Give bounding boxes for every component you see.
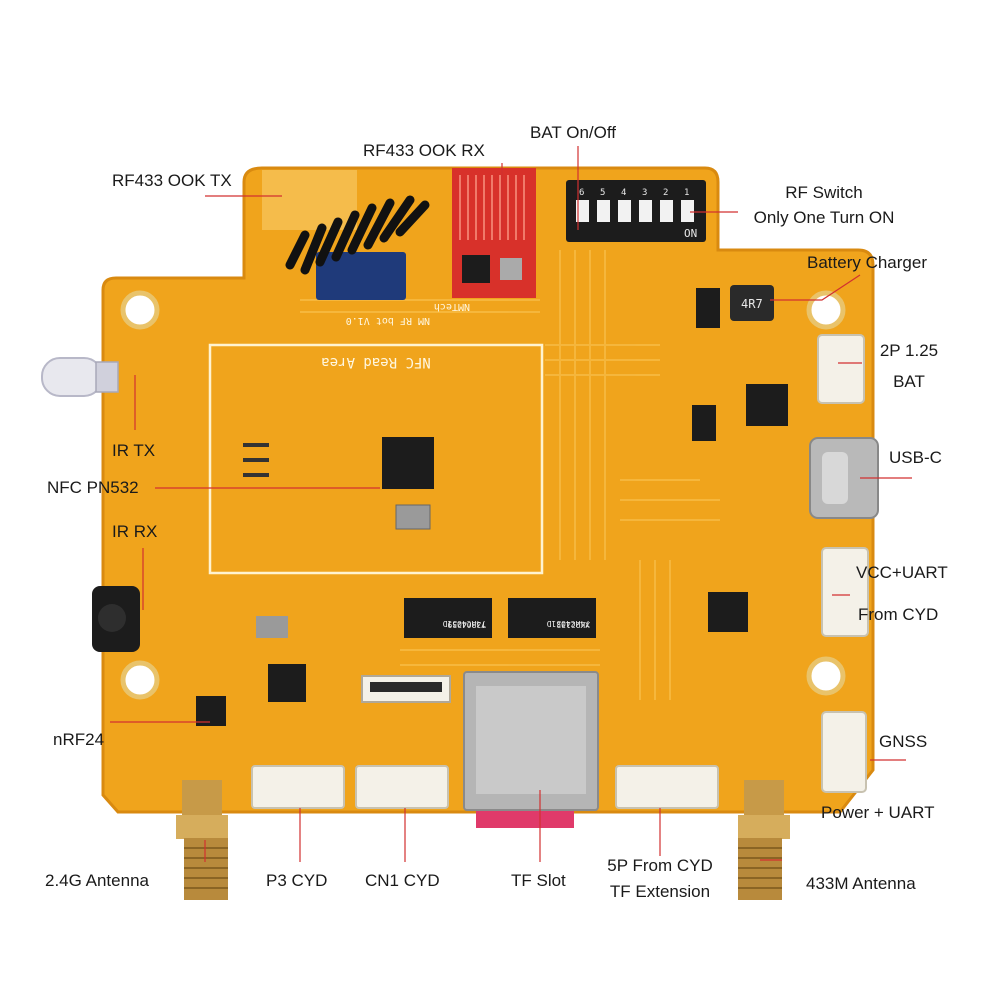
label-rf433-rx: RF433 OOK RX xyxy=(363,141,485,160)
nfc-area-silk: NFC Read Area xyxy=(321,354,431,370)
sma-antenna-433m xyxy=(738,780,790,900)
label-antenna-24g: 2.4G Antenna xyxy=(45,871,149,890)
label-ir-rx: IR RX xyxy=(112,522,158,541)
label-rf433-tx: RF433 OOK TX xyxy=(112,171,232,190)
board-name-silk: NM RF bot V1.0 xyxy=(346,315,430,326)
tf-ext-connector xyxy=(615,765,719,809)
charger-chip xyxy=(746,384,788,426)
mux-chip-u31: 74HC4051D T3304239 xyxy=(404,598,492,638)
mcu-chip-left xyxy=(268,664,306,702)
rf433-rx-module xyxy=(452,168,536,298)
usb-c-port xyxy=(809,437,879,519)
nfc-crystal xyxy=(395,504,431,530)
dip-number: 4 xyxy=(621,188,626,198)
p3-cyd-connector xyxy=(251,765,345,809)
label-tf-slot: TF Slot xyxy=(511,871,566,890)
label-usb-c: USB-C xyxy=(889,448,942,467)
dip-switch: ON xyxy=(566,180,706,242)
svg-text:ON: ON xyxy=(684,227,697,240)
tf-card-slot xyxy=(463,671,599,828)
cn1-cyd-connector xyxy=(355,765,449,809)
nfc-pn532-chip xyxy=(382,437,434,489)
charger-chip-2 xyxy=(692,405,716,441)
label-ir-tx: IR TX xyxy=(112,441,156,460)
label-cn1-cyd: CN1 CYD xyxy=(365,871,440,890)
label-p3-cyd: P3 CYD xyxy=(266,871,328,890)
crystal-left xyxy=(256,616,288,638)
svg-text:74HC4051D: 74HC4051D xyxy=(546,619,590,628)
label-gnss-1: GNSS xyxy=(879,732,928,751)
pcb-traces xyxy=(300,250,720,700)
label-rf-switch-1: RF Switch xyxy=(785,183,863,202)
label-antenna-433m: 433M Antenna xyxy=(806,874,916,893)
svg-text:T3304239: T3304239 xyxy=(447,620,486,629)
inductor-4r7 xyxy=(730,285,774,321)
label-tf-ext-2: TF Extension xyxy=(609,882,711,901)
label-nfc-pn532: NFC PN532 xyxy=(47,478,139,497)
rf433-tx-pad xyxy=(262,170,357,230)
label-gnss-2: Power + UART xyxy=(821,803,935,822)
inductor-label: 4R7 xyxy=(741,297,763,311)
ir-rx-receiver xyxy=(92,586,140,652)
label-nrf24: nRF24 xyxy=(53,730,105,749)
label-bat-onoff: BAT On/Off xyxy=(530,123,616,142)
dip-number: 5 xyxy=(600,188,605,198)
label-tf-ext-1: 5P From CYD xyxy=(607,856,713,875)
regulator-chip xyxy=(696,288,720,328)
uart-chip xyxy=(708,592,748,632)
label-vcc-uart-1: VCC+UART xyxy=(856,563,948,582)
mounting-holes xyxy=(120,290,846,700)
svg-text:XK22132: XK22132 xyxy=(556,620,590,629)
bat-connector xyxy=(817,334,865,404)
leader-lines xyxy=(110,146,912,862)
label-vcc-uart-2: From CYD xyxy=(858,605,939,624)
label-battery-charger: Battery Charger xyxy=(807,253,927,272)
nrf24-chip xyxy=(196,696,226,726)
svg-text:74HC4051D: 74HC4051D xyxy=(442,619,486,628)
label-bat-conn-2: BAT xyxy=(893,372,925,391)
gnss-connector xyxy=(821,711,867,793)
dip-number: 1 xyxy=(684,188,689,198)
pcb-board xyxy=(101,166,875,814)
dip-number: 6 xyxy=(579,188,584,198)
fpc-slot xyxy=(370,682,442,692)
sma-antenna-24g xyxy=(176,780,228,900)
brand-silk: NMTech xyxy=(434,301,470,312)
vcc-uart-connector xyxy=(821,547,869,637)
nfc-read-area xyxy=(208,343,544,575)
label-bat-conn-1: 2P 1.25 xyxy=(879,341,939,360)
rf433-tx-module xyxy=(285,195,430,300)
ir-tx-led xyxy=(41,357,119,397)
dip-number: 2 xyxy=(663,188,668,198)
dip-number: 3 xyxy=(642,188,647,198)
label-rf-switch-2: Only One Turn ON xyxy=(753,208,895,227)
nfc-pads xyxy=(243,443,269,477)
mux-chip-u30: 74HC4051D XK22132 xyxy=(508,598,596,638)
